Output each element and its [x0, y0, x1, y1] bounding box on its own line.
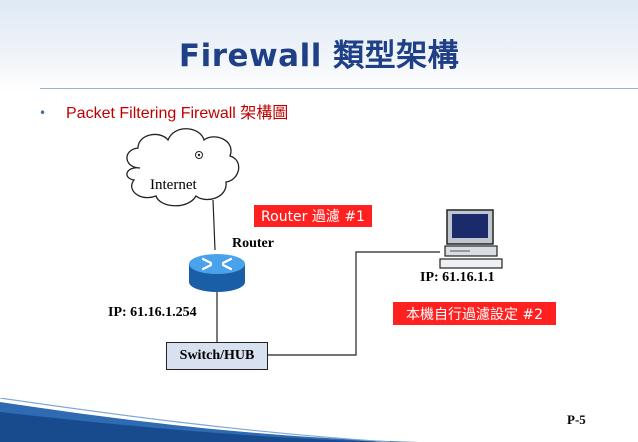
- host-filter-callout: 本機自行過濾設定 #2: [393, 302, 556, 325]
- page-number: P-5: [567, 412, 586, 427]
- cloud-icon: [126, 128, 240, 207]
- router-filter-callout: Router 過濾 #1: [254, 205, 372, 227]
- network-links: [212, 199, 440, 356]
- bullet-marker: •: [39, 106, 47, 120]
- router-icon: [189, 254, 245, 292]
- internet-router-link: [212, 199, 216, 251]
- router-label: Router: [232, 236, 274, 251]
- computer-icon: [439, 209, 503, 269]
- footer-wave: [0, 398, 420, 442]
- slide-title: Firewall 類型架構: [178, 38, 460, 74]
- internet-label: Internet: [150, 177, 197, 193]
- switch-pc-link: [266, 251, 440, 356]
- title-background: [0, 0, 638, 92]
- switch-hub-box: Switch/HUB: [166, 342, 268, 370]
- bullet-text: Packet Filtering Firewall 架構圖: [66, 105, 289, 122]
- pc-ip-label: IP: 61.16.1.1: [420, 270, 495, 285]
- router-ip-label: IP: 61.16.1.254: [108, 305, 197, 320]
- title-divider: [40, 88, 638, 89]
